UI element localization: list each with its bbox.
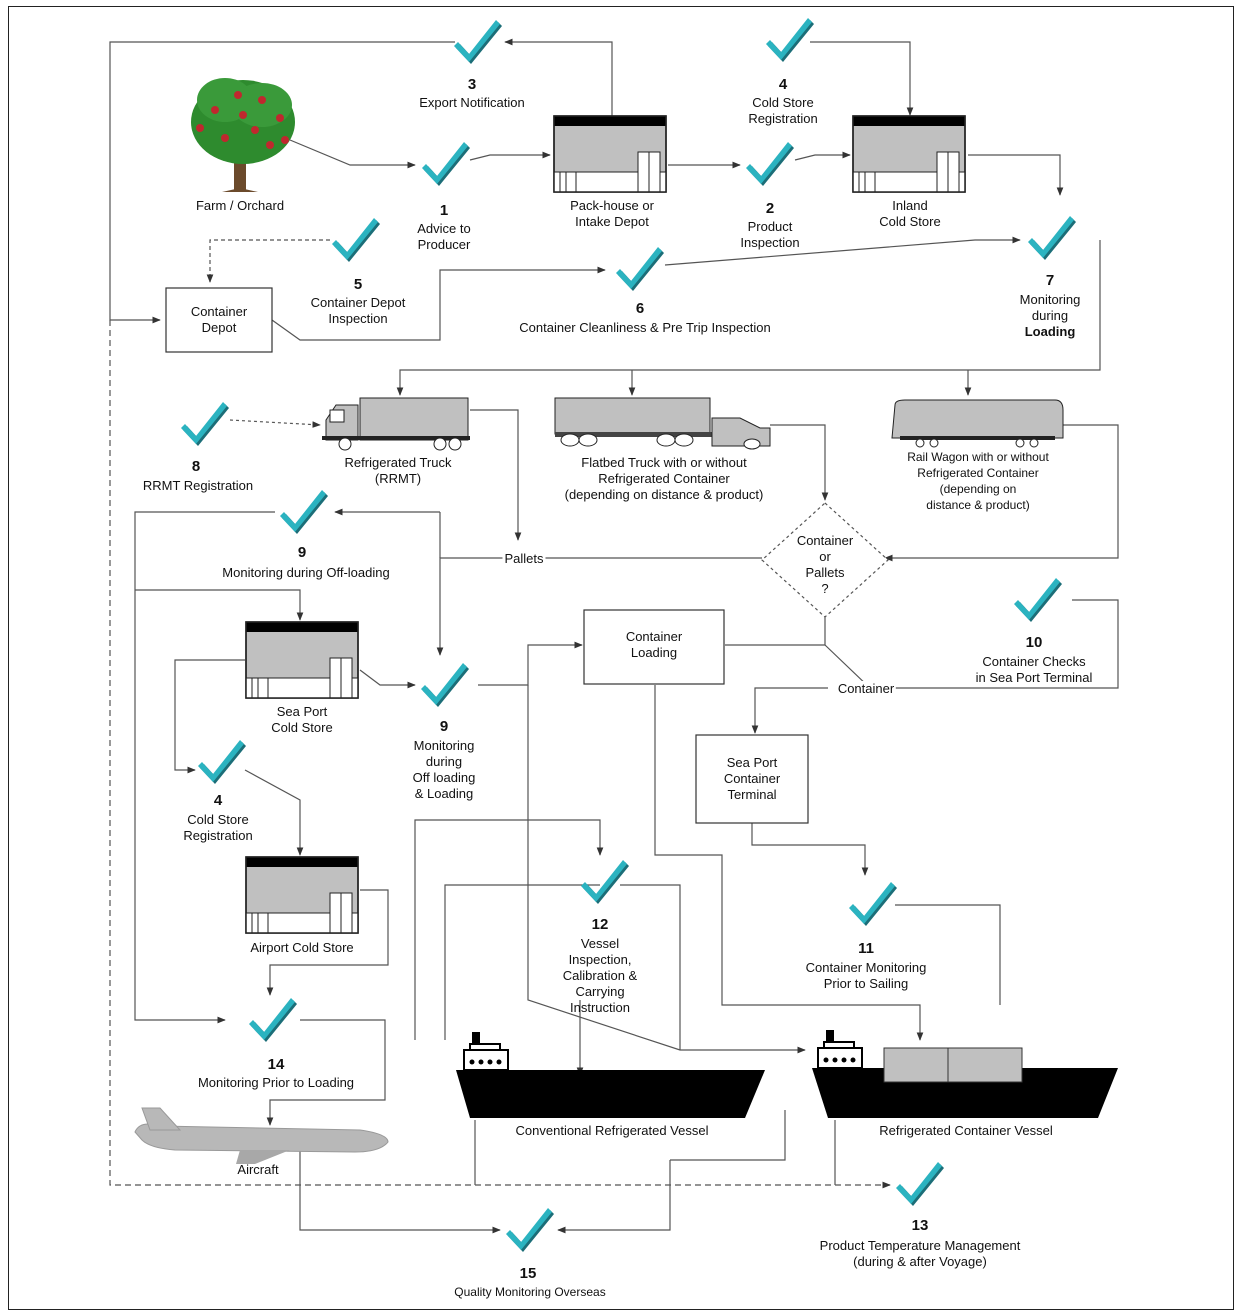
checkmark-icon-offload <box>280 490 328 534</box>
checkmark-icon-product <box>746 142 794 186</box>
checkmark-icon-depot-insp <box>332 218 380 262</box>
export-number: 3 <box>467 76 477 93</box>
depot-insp-number: 5 <box>353 276 363 293</box>
container-monitor-number: 11 <box>858 940 874 957</box>
checkmark-icon-coldreg-top <box>766 18 814 62</box>
flatbed-truck-icon <box>554 397 771 450</box>
export-label: Export Notification <box>419 95 525 110</box>
checkmark-icon-advice <box>422 142 470 186</box>
container-depot-box <box>165 287 273 353</box>
cleanliness-number: 6 <box>635 300 645 317</box>
container-vessel-label: Refrigerated Container Vessel <box>879 1123 1053 1138</box>
container-vessel-ship-icon <box>812 1030 1118 1118</box>
quality-label: Quality Monitoring Overseas <box>454 1285 606 1299</box>
coldreg-low-number: 4 <box>213 792 223 809</box>
seaport-terminal-box <box>695 734 809 824</box>
inland-cold-store-building-icon <box>852 115 966 193</box>
reefer-truck-label: Refrigerated Truck(RRMT) <box>344 455 452 486</box>
aircraft-label: Aircraft <box>237 1162 279 1177</box>
pallets-edge-label: Pallets <box>502 551 546 567</box>
checkmark-icon-monitor-prior <box>249 998 297 1042</box>
monitor-prior-number: 14 <box>267 1056 285 1073</box>
container-loading-box <box>583 609 725 685</box>
refrigerated-truck-icon <box>322 397 470 451</box>
checkmark-icon-rrmt <box>181 402 229 446</box>
farm-label: Farm / Orchard <box>195 198 285 213</box>
quality-number: 15 <box>519 1265 537 1282</box>
conventional-vessel-ship-icon <box>456 1032 765 1118</box>
checkmark-icon-export <box>454 20 502 64</box>
temp-mgmt-number: 13 <box>911 1217 929 1234</box>
checkmark-icon-container-monitor <box>849 882 897 926</box>
airport-cold-label: Airport Cold Store <box>250 940 354 955</box>
aircraft-icon <box>134 1107 389 1164</box>
checkmark-icon-coldreg-low <box>198 740 246 784</box>
cleanliness-label: Container Cleanliness & Pre Trip Inspect… <box>519 320 771 335</box>
terminal-checks-number: 10 <box>1025 634 1043 651</box>
packhouse-building-icon <box>553 115 667 193</box>
checkmark-icon-cleanliness <box>616 247 664 291</box>
offload-loading-number: 9 <box>439 718 449 735</box>
checkmark-icon-terminal-checks <box>1014 578 1062 622</box>
seaport-cold-store-building-icon <box>245 621 359 699</box>
rail-wagon-icon <box>891 399 1064 448</box>
product-insp-number: 2 <box>765 200 775 217</box>
diagram-frame <box>8 6 1234 1310</box>
airport-cold-store-building-icon <box>245 856 359 934</box>
decision-diamond <box>761 502 889 618</box>
checkmark-icon-temp-mgmt <box>896 1162 944 1206</box>
checkmark-icon-vessel-insp <box>581 860 629 904</box>
tree-icon <box>191 78 295 192</box>
rrmt-reg-label: RRMT Registration <box>142 478 254 493</box>
rrmt-reg-number: 8 <box>191 458 201 475</box>
checkmark-icon-monitor-loading <box>1028 216 1076 260</box>
conv-vessel-label: Conventional Refrigerated Vessel <box>515 1123 709 1138</box>
coldreg-top-number: 4 <box>778 76 788 93</box>
temp-mgmt-label: Product Temperature Management(during & … <box>819 1238 1021 1269</box>
checkmark-icon-offload-loading <box>421 663 469 707</box>
container-edge-label: Container <box>835 681 897 697</box>
monitor-loading-number: 7 <box>1045 272 1055 289</box>
checkmark-icon-quality <box>506 1208 554 1252</box>
monitor-offload-number: 9 <box>297 544 307 561</box>
advice-number: 1 <box>439 202 449 219</box>
connectors <box>109 38 1119 1234</box>
monitor-prior-label: Monitoring Prior to Loading <box>197 1075 355 1090</box>
vessel-insp-number: 12 <box>591 916 609 933</box>
monitor-offload-label: Monitoring during Off-loading <box>222 565 390 580</box>
